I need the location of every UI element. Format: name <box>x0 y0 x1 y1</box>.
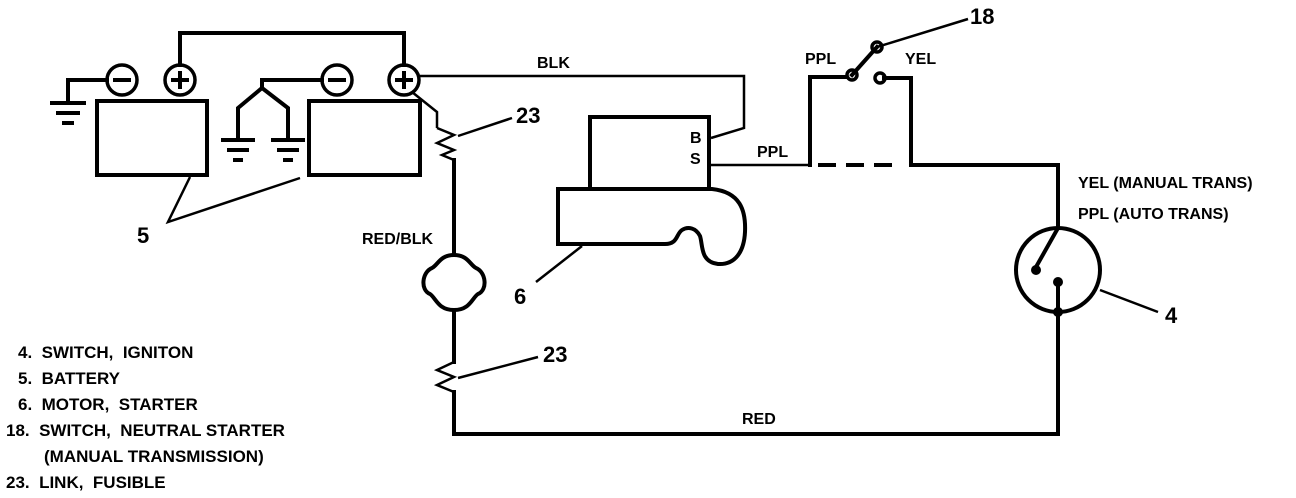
blk-wire <box>419 74 746 140</box>
red-blk-wire-label: RED/BLK <box>362 231 434 248</box>
legend-item: 18. SWITCH, NEUTRAL STARTER <box>6 421 285 440</box>
callout-5-leader <box>165 176 301 225</box>
ppl-top-label: PPL <box>805 51 836 68</box>
ppl-auto-trans-label: PPL (AUTO TRANS) <box>1078 206 1229 223</box>
starter-terminal-s: S <box>690 151 701 168</box>
battery-jumper-wire <box>178 31 406 67</box>
callout-4: 4 <box>1165 303 1178 328</box>
legend: 4. SWITCH, IGNITON 5. BATTERY 6. MOTOR, … <box>6 343 285 492</box>
ground-icon <box>271 138 305 162</box>
yel-manual-trans-label: YEL (MANUAL TRANS) <box>1078 175 1253 192</box>
callout-18: 18 <box>970 4 994 29</box>
ppl-s-wire-label: PPL <box>757 144 788 161</box>
battery-left <box>95 63 209 177</box>
neutral-start-switch <box>845 40 887 85</box>
ppl-switch-wire <box>808 75 850 167</box>
starter-motor <box>556 115 748 267</box>
yel-top-label: YEL <box>905 51 936 68</box>
callout-4-leader <box>1099 288 1159 314</box>
callout-23-bottom: 23 <box>543 342 567 367</box>
battery-right <box>307 63 422 177</box>
starter-terminal-b: B <box>690 130 702 147</box>
fusible-link-zigzag-icon <box>433 360 458 394</box>
ground-icon <box>50 101 86 125</box>
blk-wire-label: BLK <box>537 55 570 72</box>
legend-item: (MANUAL TRANSMISSION) <box>44 447 264 466</box>
callout-18-leader <box>876 17 969 49</box>
right-negative-ground-wire <box>260 78 324 90</box>
legend-item: 23. LINK, FUSIBLE <box>6 473 166 492</box>
fusible-link-zigzag-icon <box>433 126 458 162</box>
ground-icon <box>221 138 255 162</box>
legend-item: 6. MOTOR, STARTER <box>18 395 198 414</box>
callout-6-leader <box>535 245 583 283</box>
ignition-switch <box>1014 225 1102 317</box>
red-wire <box>452 308 1060 436</box>
fusible-link-bulb-icon <box>421 252 487 313</box>
callout-6: 6 <box>514 284 526 309</box>
red-blk-wire-upper <box>411 91 439 128</box>
legend-item: 5. BATTERY <box>18 369 121 388</box>
red-wire-label: RED <box>742 411 776 428</box>
callout-5: 5 <box>137 223 149 248</box>
left-negative-ground-wire <box>66 78 109 105</box>
legend-item: 4. SWITCH, IGNITON <box>18 343 193 362</box>
yel-wire <box>882 76 1060 230</box>
callout-23-top: 23 <box>516 103 540 128</box>
